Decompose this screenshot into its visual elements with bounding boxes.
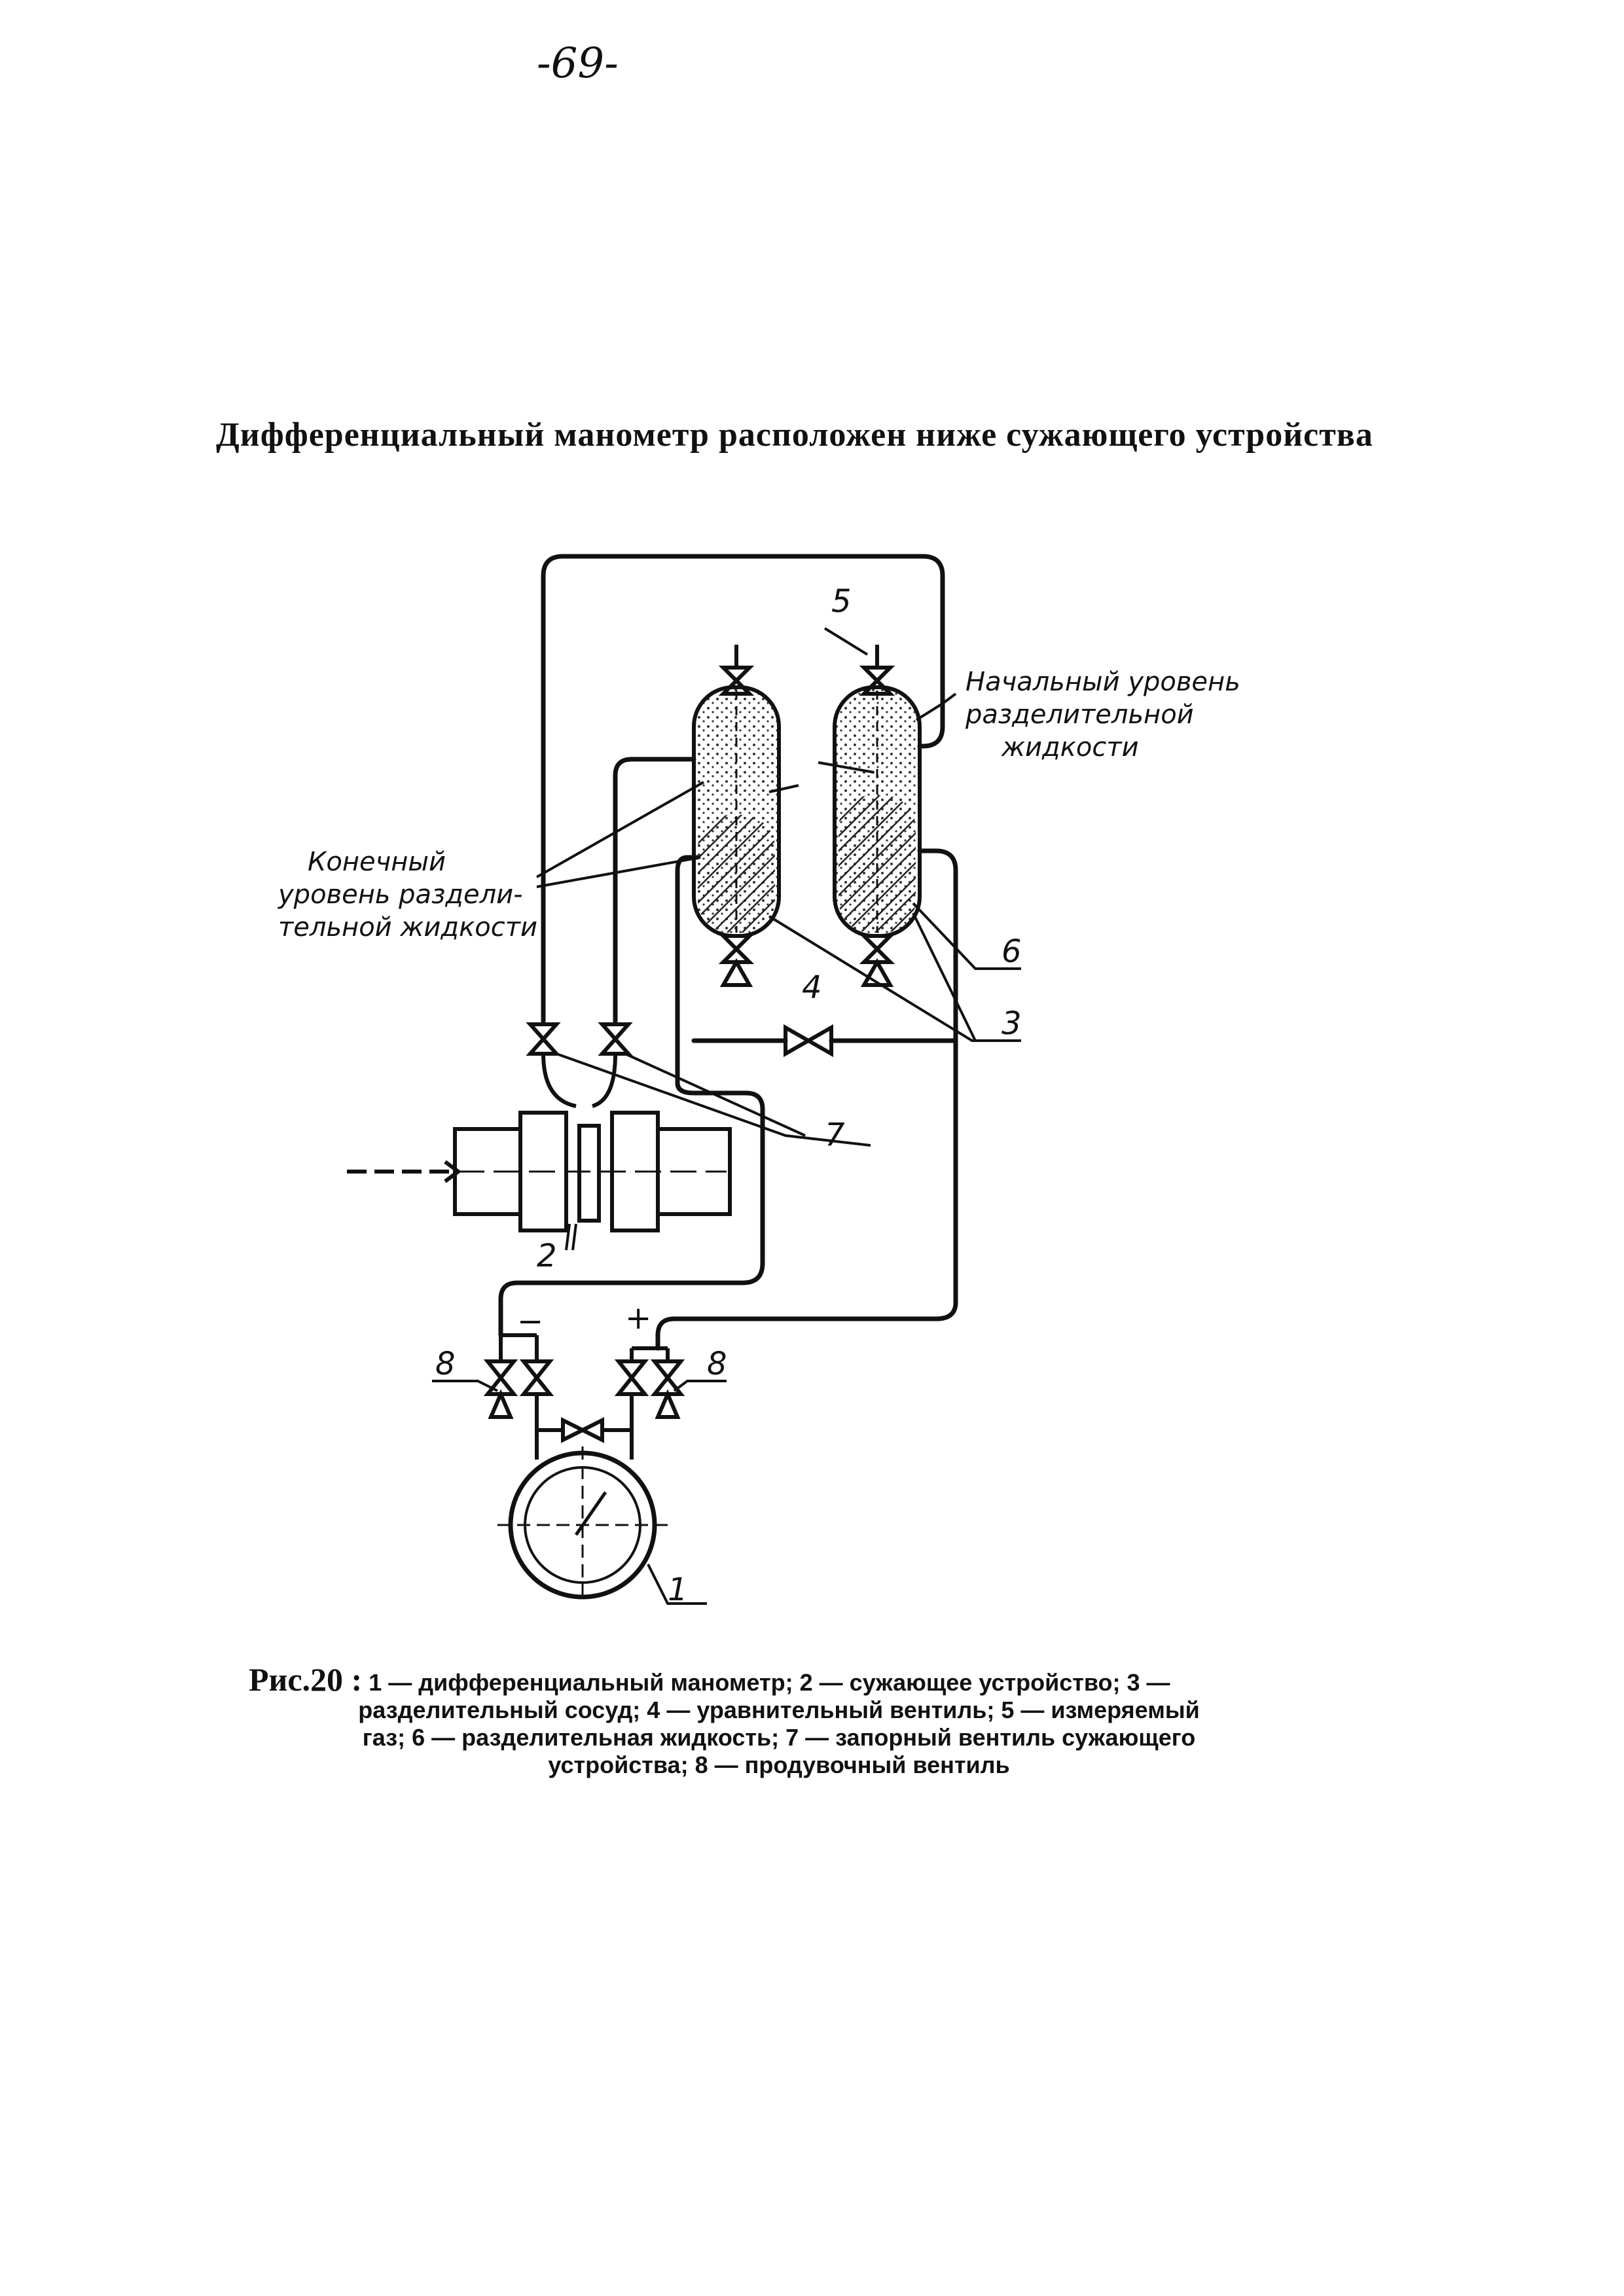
label-final-level-line3: тельной жидкости bbox=[278, 912, 537, 942]
sign-plus: + bbox=[625, 1300, 651, 1336]
vessel-valves bbox=[718, 645, 895, 987]
callout-4: 4 bbox=[802, 969, 822, 1006]
caption-line-4: устройства; 8 — продувочный вентиль bbox=[548, 1751, 1010, 1778]
page-number: -69- bbox=[537, 39, 619, 88]
differential-manometer bbox=[497, 1446, 668, 1604]
figure-label: Рис.20 : bbox=[249, 1661, 363, 1698]
blowoff-valves-8 bbox=[483, 1333, 685, 1460]
label-initial-level-line3: жидкости bbox=[1001, 732, 1139, 762]
separating-vessel-right bbox=[833, 685, 922, 938]
separating-vessel-left bbox=[692, 685, 781, 938]
label-final-level-line2: уровень раздели- bbox=[278, 880, 523, 910]
pipeline-with-orifice bbox=[347, 1111, 732, 1232]
leader-lines bbox=[432, 627, 1021, 1605]
callout-8-right: 8 bbox=[707, 1346, 727, 1382]
label-initial-level-line2: разделительной bbox=[965, 700, 1194, 730]
sign-minus: − bbox=[517, 1303, 543, 1340]
label-initial-level-line1: Начальный уровень bbox=[965, 667, 1240, 697]
figure-heading: Дифференциальный манометр расположен ниж… bbox=[216, 416, 1373, 454]
figure-caption: Рис.20 : 1 — дифференциальный манометр; … bbox=[249, 1663, 1309, 1779]
equalizing-valve bbox=[784, 1024, 833, 1058]
label-final-level-line1: Конечный bbox=[308, 847, 446, 877]
caption-line-2: разделительный сосуд; 4 — уравнительный … bbox=[358, 1696, 1200, 1723]
callout-3: 3 bbox=[1001, 1005, 1022, 1042]
caption-line-1: 1 — дифференциальный манометр; 2 — сужаю… bbox=[369, 1669, 1170, 1696]
impulse-line-minus-down bbox=[498, 855, 765, 1338]
impulse-line-plus-top bbox=[541, 554, 945, 1024]
impulse-line-minus-top bbox=[613, 757, 696, 1024]
callout-6: 6 bbox=[1001, 933, 1022, 970]
callout-2: 2 bbox=[537, 1238, 557, 1274]
callout-8-left: 8 bbox=[435, 1346, 456, 1382]
caption-line-3: газ; 6 — разделительная жидкость; 7 — за… bbox=[362, 1724, 1196, 1751]
callout-5: 5 bbox=[831, 583, 852, 620]
shutoff-valves-7 bbox=[526, 1022, 633, 1108]
callout-1: 1 bbox=[668, 1571, 688, 1608]
callout-7: 7 bbox=[825, 1117, 845, 1153]
impulse-line-plus-down bbox=[655, 848, 958, 1351]
